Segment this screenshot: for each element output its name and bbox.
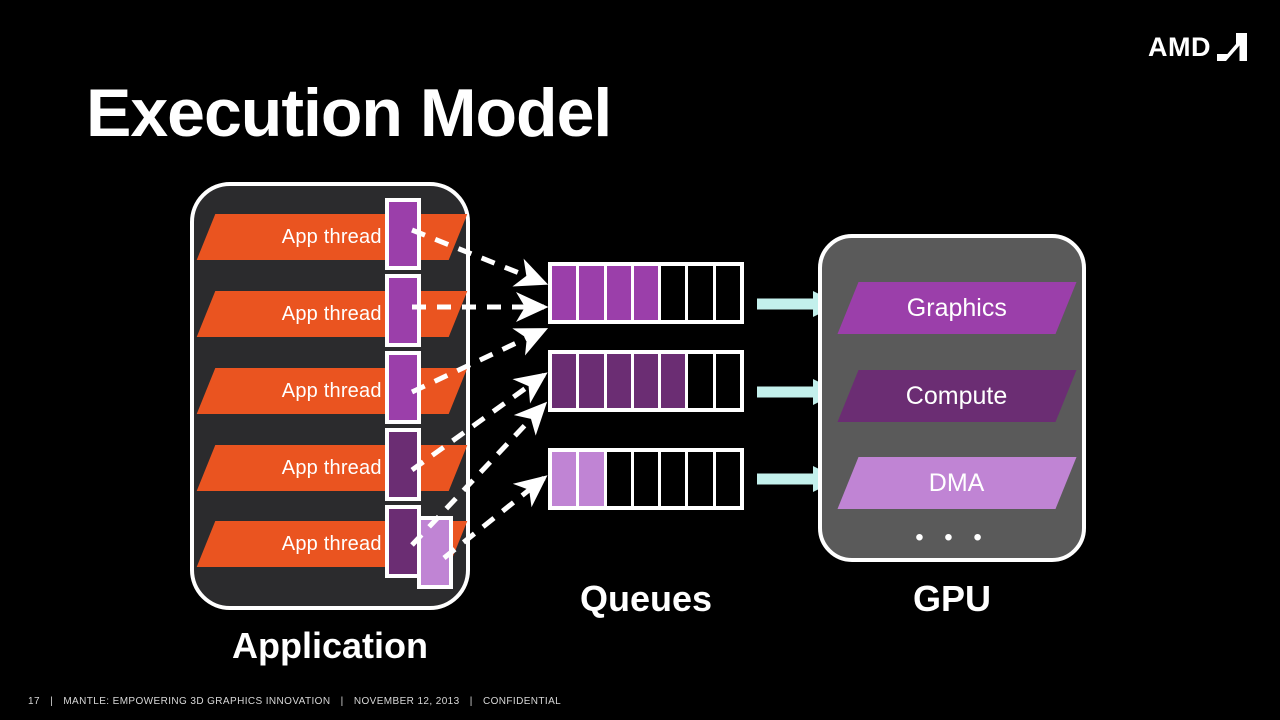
gpu-engine-dma: DMA xyxy=(837,457,1077,509)
queue-graphics xyxy=(548,262,744,324)
gpu-engine-graphics: Graphics xyxy=(837,282,1077,334)
queue-slot xyxy=(661,354,689,408)
amd-arrow-icon xyxy=(1217,33,1247,61)
queue-slot xyxy=(552,266,580,320)
footer-date: NOVEMBER 12, 2013 xyxy=(353,696,460,707)
gpu-engine-label: DMA xyxy=(929,468,985,497)
command-buffer-6 xyxy=(417,516,453,589)
queue-slot xyxy=(606,452,634,506)
footer-page-number: 17 xyxy=(28,696,40,707)
app-thread-3: App thread xyxy=(196,368,468,414)
footer-separator: | xyxy=(469,696,473,707)
page-title: Execution Model xyxy=(86,75,612,151)
queue-slot xyxy=(579,452,607,506)
queue-slot xyxy=(633,266,662,320)
footer-separator: | xyxy=(50,696,54,707)
footer-separator: | xyxy=(340,696,344,707)
app-thread-label: App thread xyxy=(282,379,382,402)
app-thread-2: App thread xyxy=(196,291,468,337)
command-buffer-4 xyxy=(385,428,421,501)
amd-logo: AMD xyxy=(1148,30,1252,66)
queue-slot xyxy=(579,266,607,320)
app-thread-1: App thread xyxy=(196,214,468,260)
caption-application: Application xyxy=(232,625,428,666)
footer: 17 | MANTLE: EMPOWERING 3D GRAPHICS INNO… xyxy=(28,696,561,707)
queue-slot xyxy=(661,266,689,320)
footer-classification: CONFIDENTIAL xyxy=(482,696,562,707)
command-buffer-2 xyxy=(385,274,421,347)
gpu-more-indicator: • • • xyxy=(915,524,989,551)
app-thread-label: App thread xyxy=(282,225,382,248)
queue-slot xyxy=(552,452,580,506)
queue-slot xyxy=(633,354,662,408)
gpu-box: Graphics Compute DMA • • • xyxy=(818,234,1086,562)
gpu-engine-label: Graphics xyxy=(906,293,1008,322)
command-buffer-1 xyxy=(385,198,421,270)
app-thread-label: App thread xyxy=(282,532,382,555)
footer-deck-title: MANTLE: EMPOWERING 3D GRAPHICS INNOVATIO… xyxy=(63,696,331,707)
app-thread-4: App thread xyxy=(196,445,468,491)
queue-slot xyxy=(715,452,740,506)
queue-slot xyxy=(606,354,634,408)
gpu-engine-compute: Compute xyxy=(837,370,1077,422)
command-buffer-5 xyxy=(385,505,421,578)
caption-queues: Queues xyxy=(579,578,713,619)
amd-wordmark: AMD xyxy=(1148,32,1211,62)
queue-dma xyxy=(548,448,744,510)
queue-slot xyxy=(688,354,716,408)
caption-gpu: GPU xyxy=(912,578,991,619)
queue-slot xyxy=(552,354,580,408)
gpu-engine-label: Compute xyxy=(906,381,1008,410)
queue-compute xyxy=(548,350,744,412)
queue-slot xyxy=(633,452,662,506)
queue-slot xyxy=(661,452,689,506)
queue-slot xyxy=(606,266,634,320)
queue-slot xyxy=(688,452,716,506)
app-thread-label: App thread xyxy=(282,302,382,325)
queue-slot xyxy=(715,354,740,408)
app-thread-label: App thread xyxy=(282,456,382,479)
queue-slot xyxy=(579,354,607,408)
queue-slot xyxy=(715,266,740,320)
queue-slot xyxy=(688,266,716,320)
command-buffer-3 xyxy=(385,351,421,424)
